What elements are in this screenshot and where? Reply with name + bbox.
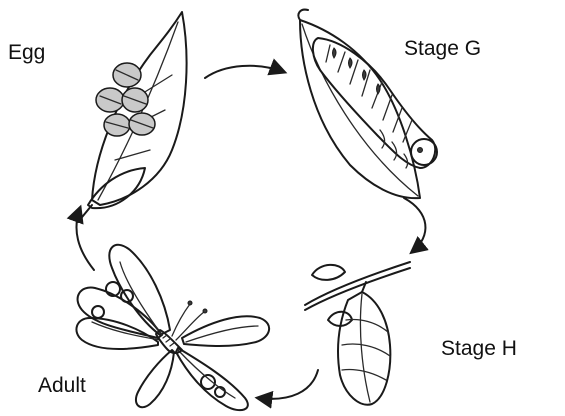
egg-cluster — [96, 63, 155, 136]
label-egg: Egg — [8, 42, 45, 63]
arrow-h-to-adult — [258, 370, 318, 399]
arrow-g-to-h — [404, 198, 425, 252]
label-stage-g: Stage G — [404, 38, 481, 59]
arrow-egg-to-g — [205, 66, 284, 78]
egg-leaf-illustration — [78, 12, 187, 222]
label-stage-h: Stage H — [441, 338, 517, 359]
chrysalis-illustration — [305, 262, 410, 405]
butterfly-illustration — [76, 245, 269, 410]
label-adult: Adult — [38, 375, 86, 396]
arrow-adult-to-egg — [76, 208, 94, 270]
